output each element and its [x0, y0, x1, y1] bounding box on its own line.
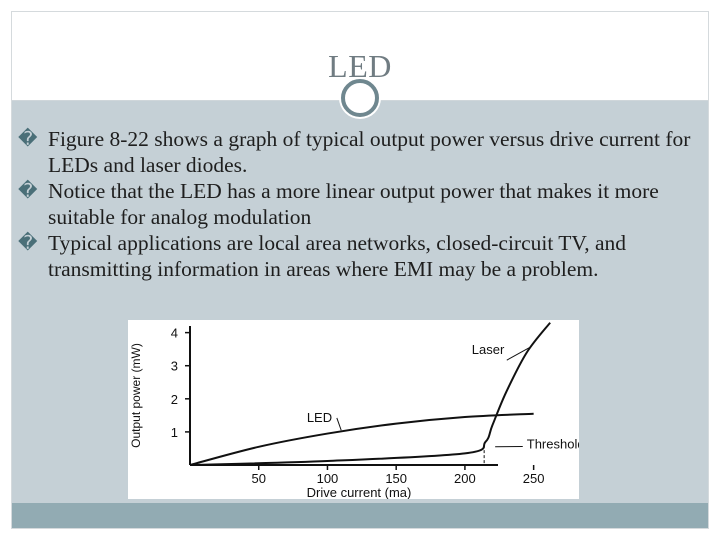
y-tick-label: 4: [171, 326, 178, 341]
series-line-laser: [189, 322, 551, 466]
annotation-leader: [506, 347, 530, 361]
bullet-icon: �: [18, 180, 38, 202]
bullet-text: Figure 8-22 shows a graph of typical out…: [48, 127, 691, 177]
y-tick-label: 2: [171, 392, 178, 407]
y-axis-label: Output power (mW): [129, 343, 143, 448]
slide-title: LED: [328, 48, 392, 84]
bullet-icon: �: [18, 232, 38, 254]
x-tick-label: 250: [523, 471, 545, 486]
annotation-laser: Laser: [472, 342, 505, 357]
x-tick-label: 50: [251, 471, 265, 486]
bullet-icon: �: [18, 128, 38, 150]
x-tick-label: 150: [385, 471, 407, 486]
bullet-text: Typical applications are local area netw…: [48, 231, 626, 281]
slide-frame: [11, 11, 709, 529]
bullet-list: � Figure 8-22 shows a graph of typical o…: [18, 126, 698, 282]
annotation-threshold: Threshold: [527, 436, 579, 451]
x-axis-label: Drive current (ma): [307, 485, 412, 499]
y-tick-label: 3: [171, 359, 178, 374]
annotation-led: LED: [307, 410, 332, 425]
x-tick-label: 100: [317, 471, 339, 486]
x-tick-label: 200: [454, 471, 476, 486]
bullet-item: � Notice that the LED has a more linear …: [18, 178, 698, 230]
bullet-item: � Typical applications are local area ne…: [18, 230, 698, 282]
bullet-text: Notice that the LED has a more linear ou…: [48, 179, 659, 229]
footer-bar: [12, 503, 708, 528]
series-line-led: [189, 412, 534, 466]
annotation-leader: [336, 417, 342, 431]
bullet-item: � Figure 8-22 shows a graph of typical o…: [18, 126, 698, 178]
ring-ornament-icon: [341, 79, 379, 117]
y-tick-label: 1: [171, 425, 178, 440]
